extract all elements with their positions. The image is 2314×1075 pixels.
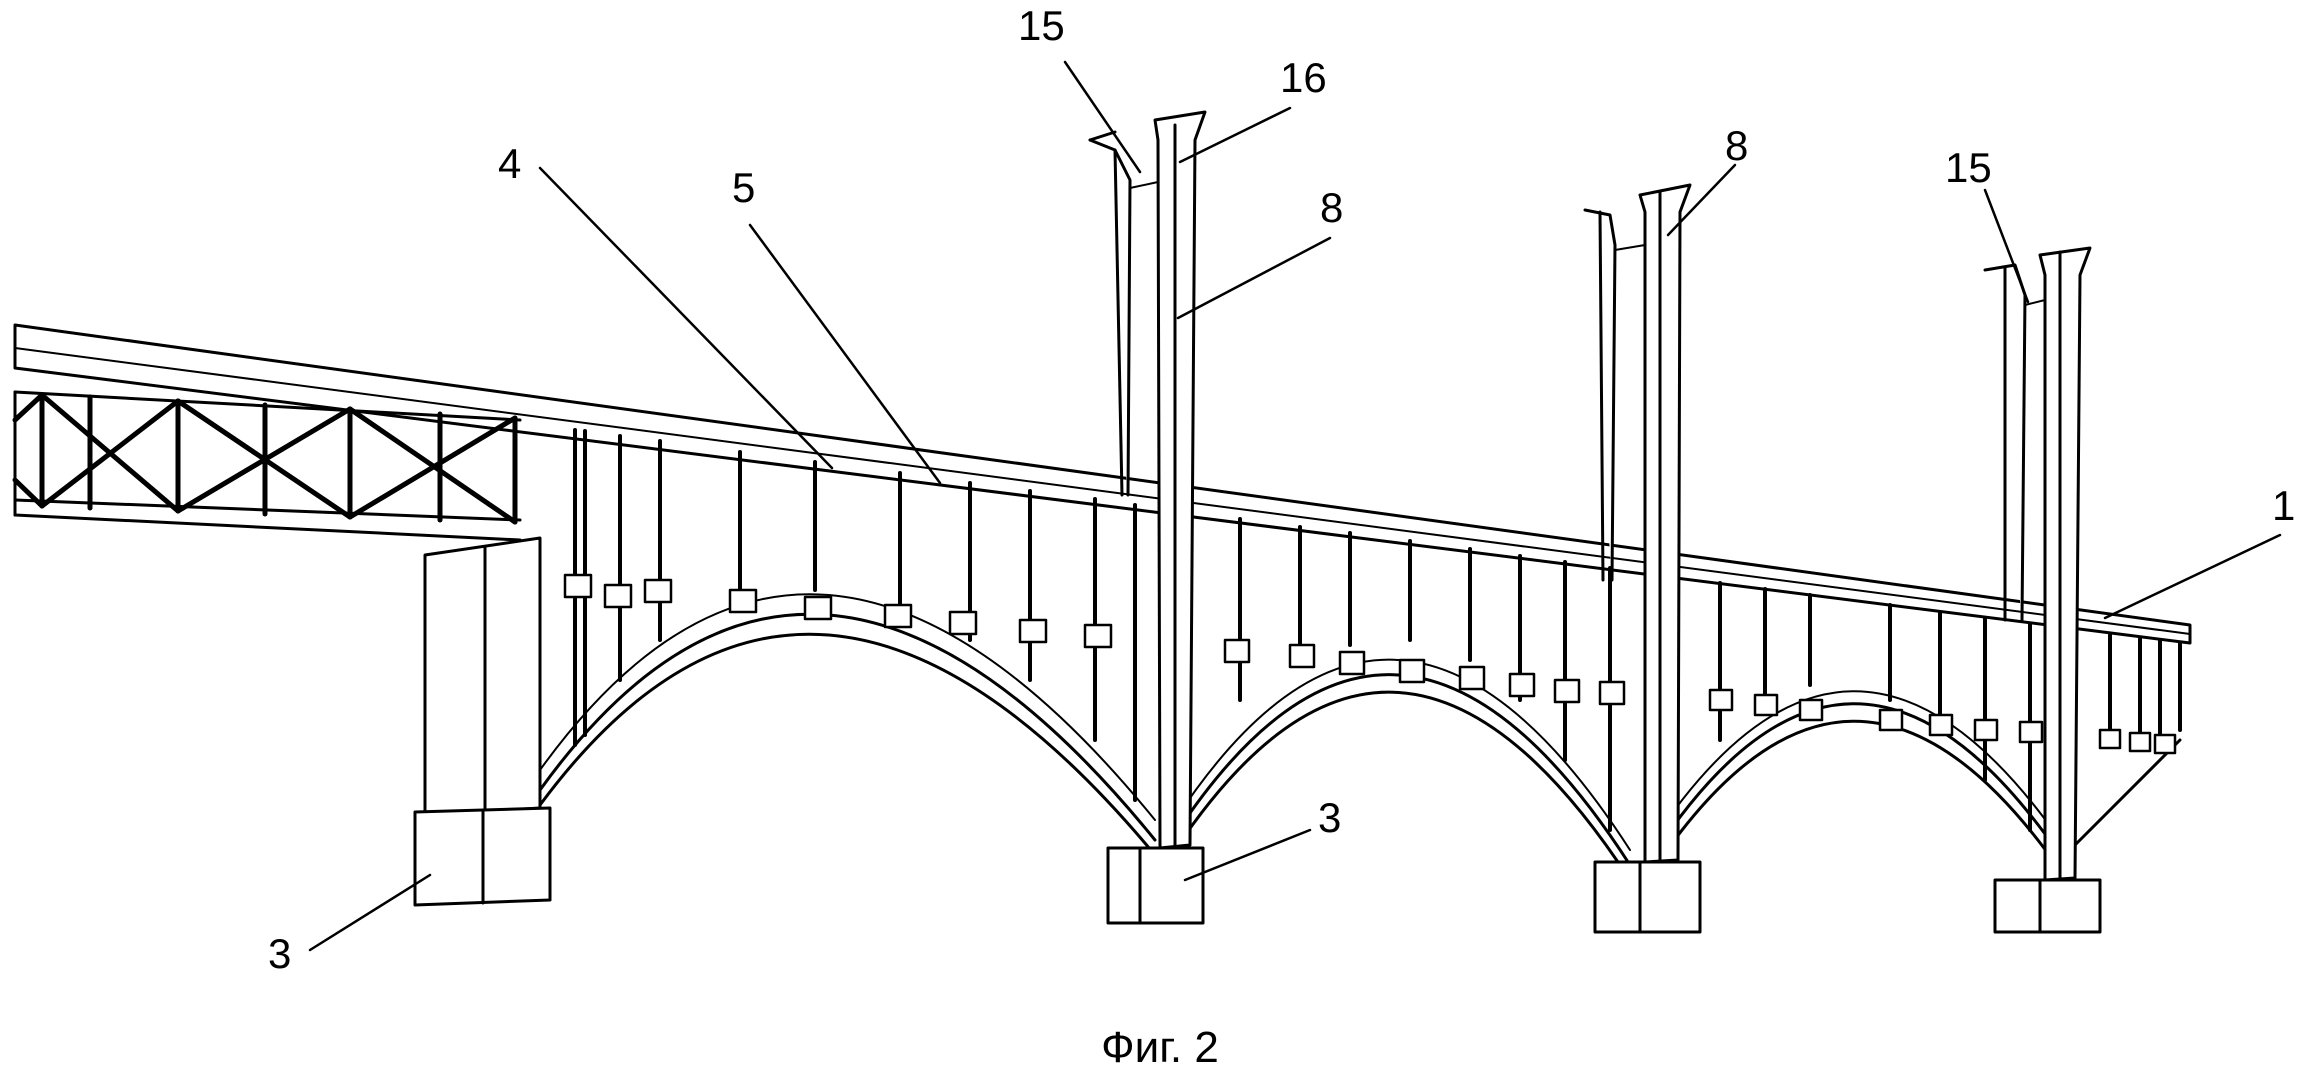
- pylon-3: [1983, 246, 2092, 882]
- callout-8-left: 8: [1320, 184, 1343, 231]
- deck-beam: [13, 323, 2192, 645]
- pier-left: [413, 536, 552, 907]
- callout-4: 4: [498, 140, 521, 187]
- bearing-blocks: [563, 573, 2177, 755]
- callout-1: 1: [2272, 482, 2295, 529]
- callout-16: 16: [1280, 54, 1327, 101]
- pier-footings: [1106, 846, 2102, 934]
- arch-3: [1648, 690, 2182, 877]
- pylon-1: [1088, 110, 1207, 850]
- callout-3-left: 3: [268, 930, 291, 977]
- truss-span: [12, 390, 522, 542]
- callout-8-right: 8: [1725, 122, 1748, 169]
- arch-1: [538, 593, 1157, 857]
- pylon-2: [1583, 183, 1692, 864]
- callout-3-middle: 3: [1318, 794, 1341, 841]
- figure-caption: Фиг. 2: [1101, 1023, 1219, 1072]
- callout-15-left: 15: [1018, 2, 1065, 49]
- leader-lines: [308, 60, 2282, 952]
- callout-labels: 15 16 4 5 8 8 15 1 3 3: [268, 2, 2295, 977]
- callout-5: 5: [732, 164, 755, 211]
- callout-15-right: 15: [1945, 144, 1992, 191]
- hangers: [573, 428, 2182, 832]
